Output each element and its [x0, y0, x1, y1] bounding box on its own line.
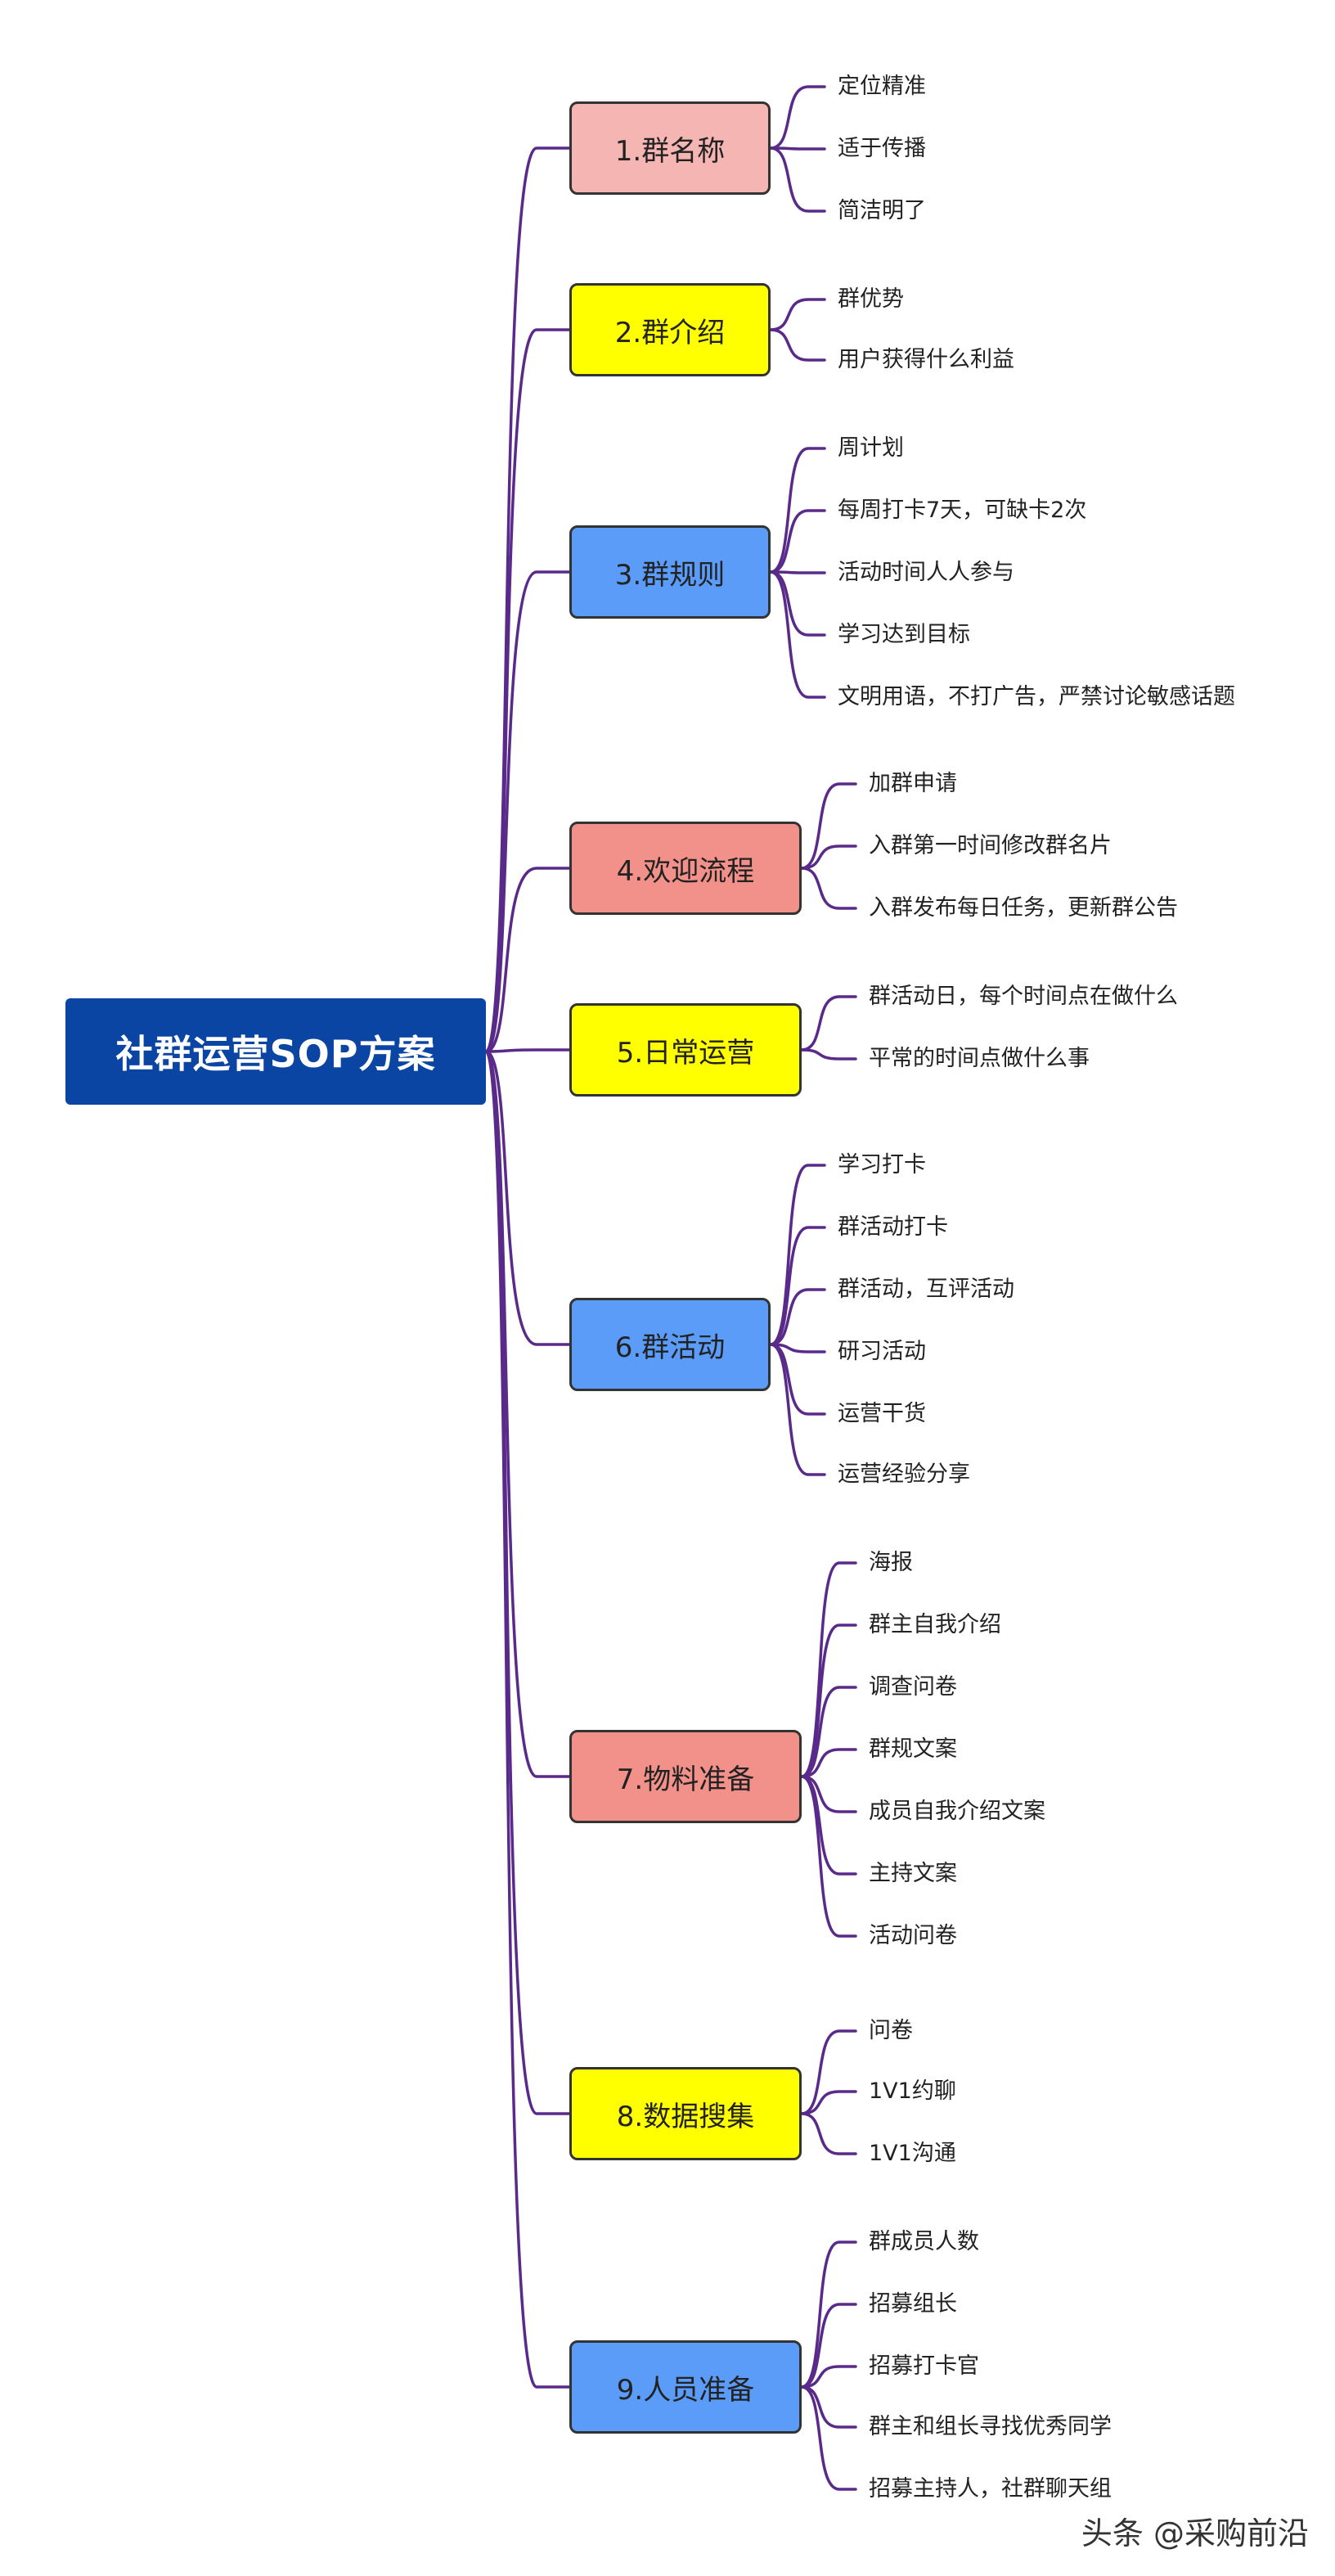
- watermark: 头条 @采购前沿: [1081, 2515, 1309, 2551]
- branch-node-6[interactable]: 6.群活动: [569, 1298, 771, 1391]
- leaf-item[interactable]: 入群第一时间修改群名片: [869, 833, 1112, 858]
- leaf-item[interactable]: 运营干货: [838, 1401, 926, 1426]
- root-to-branch-connector: [484, 1050, 571, 2389]
- leaf-item[interactable]: 调查问卷: [869, 1674, 957, 1700]
- leaf-item[interactable]: 群规文案: [869, 1736, 957, 1762]
- leaf-item[interactable]: 学习达到目标: [838, 622, 970, 647]
- branch-to-leaf-connector: [769, 146, 826, 213]
- branch-node-4[interactable]: 4.欢迎流程: [569, 822, 802, 915]
- branch-node-2[interactable]: 2.群介绍: [569, 283, 771, 376]
- leaf-item[interactable]: 入群发布每日任务，更新群公告: [869, 895, 1178, 921]
- leaf-item[interactable]: 招募打卡官: [869, 2353, 979, 2379]
- branch-to-leaf-connector: [800, 1775, 857, 1813]
- branch-to-leaf-connector: [769, 298, 826, 331]
- leaf-item[interactable]: 招募主持人，社群聊天组: [869, 2476, 1112, 2502]
- branch-node-3[interactable]: 3.群规则: [569, 525, 771, 619]
- leaf-item[interactable]: 活动问卷: [869, 1923, 957, 1948]
- leaf-item[interactable]: 成员自我介绍文案: [869, 1799, 1045, 1824]
- branch-to-leaf-connector: [800, 1775, 857, 1876]
- leaf-item[interactable]: 每周打卡7天，可缺卡2次: [838, 498, 1087, 523]
- leaf-item[interactable]: 适于传播: [838, 136, 926, 161]
- leaf-item[interactable]: 群活动日，每个时间点在做什么: [869, 984, 1178, 1009]
- leaf-item[interactable]: 运营经验分享: [838, 1461, 970, 1487]
- branch-to-leaf-connector: [800, 2385, 857, 2491]
- branch-to-leaf-connector: [800, 2029, 857, 2115]
- branch-node-1[interactable]: 1.群名称: [569, 101, 771, 195]
- leaf-item[interactable]: 研习活动: [838, 1339, 926, 1364]
- branch-to-leaf-connector: [769, 1288, 826, 1346]
- branch-to-leaf-connector: [800, 782, 857, 870]
- leaf-item[interactable]: 文明用语，不打广告，严禁讨论敏感话题: [838, 684, 1235, 709]
- branch-to-leaf-connector: [769, 570, 826, 574]
- leaf-item[interactable]: 平常的时间点做什么事: [869, 1046, 1090, 1071]
- leaf-item[interactable]: 加群申请: [869, 771, 957, 796]
- leaf-item[interactable]: 群活动，互评活动: [838, 1277, 1014, 1302]
- leaf-item[interactable]: 群主自我介绍: [869, 1612, 1001, 1637]
- leaf-item[interactable]: 海报: [869, 1550, 913, 1575]
- root-to-branch-connector: [484, 328, 571, 1053]
- branch-node-5[interactable]: 5.日常运营: [569, 1003, 802, 1097]
- root-to-branch-connector: [484, 1048, 571, 1053]
- branch-to-leaf-connector: [769, 1343, 826, 1353]
- branch-to-leaf-connector: [800, 2112, 857, 2155]
- leaf-item[interactable]: 1V1沟通: [869, 2141, 956, 2166]
- branch-to-leaf-connector: [769, 1226, 826, 1346]
- leaf-item[interactable]: 群活动打卡: [838, 1214, 948, 1240]
- root-to-branch-connector: [484, 867, 571, 1053]
- branch-to-leaf-connector: [769, 1343, 826, 1476]
- leaf-item[interactable]: 简洁明了: [838, 198, 926, 223]
- leaf-item[interactable]: 定位精准: [838, 74, 926, 99]
- branch-to-leaf-connector: [800, 844, 857, 870]
- branch-to-leaf-connector: [800, 995, 857, 1052]
- leaf-item[interactable]: 学习打卡: [838, 1152, 926, 1178]
- branch-to-leaf-connector: [769, 328, 826, 362]
- branch-node-8[interactable]: 8.数据搜集: [569, 2067, 802, 2160]
- leaf-item[interactable]: 群主和组长寻找优秀同学: [869, 2414, 1112, 2439]
- root-to-branch-connector: [484, 570, 571, 1053]
- branch-to-leaf-connector: [800, 1686, 857, 1778]
- branch-to-leaf-connector: [769, 1343, 826, 1416]
- leaf-item[interactable]: 用户获得什么利益: [838, 347, 1014, 372]
- branch-to-leaf-connector: [800, 1048, 857, 1061]
- branch-to-leaf-connector: [769, 509, 826, 574]
- branch-node-9[interactable]: 9.人员准备: [569, 2340, 802, 2434]
- branch-to-leaf-connector: [769, 146, 826, 151]
- leaf-item[interactable]: 问卷: [869, 2018, 913, 2043]
- branch-to-leaf-connector: [769, 570, 826, 699]
- branch-to-leaf-connector: [800, 1775, 857, 1938]
- branch-node-7[interactable]: 7.物料准备: [569, 1730, 802, 1823]
- branch-to-leaf-connector: [769, 85, 826, 150]
- branch-to-leaf-connector: [800, 2240, 857, 2389]
- branch-to-leaf-connector: [800, 2303, 857, 2389]
- leaf-item[interactable]: 群成员人数: [869, 2229, 979, 2254]
- leaf-item[interactable]: 招募组长: [869, 2291, 957, 2317]
- root-node[interactable]: 社群运营SOP方案: [65, 998, 486, 1105]
- branch-to-leaf-connector: [800, 1748, 857, 1778]
- branch-to-leaf-connector: [800, 1624, 857, 1778]
- branch-to-leaf-connector: [800, 867, 857, 910]
- leaf-item[interactable]: 主持文案: [869, 1861, 957, 1886]
- leaf-item[interactable]: 群优势: [838, 286, 904, 312]
- branch-to-leaf-connector: [800, 2385, 857, 2429]
- branch-to-leaf-connector: [800, 2090, 857, 2115]
- branch-to-leaf-connector: [769, 447, 826, 574]
- root-to-branch-connector: [484, 1050, 571, 1346]
- branch-to-leaf-connector: [769, 1164, 826, 1346]
- branch-to-leaf-connector: [800, 1561, 857, 1778]
- leaf-item[interactable]: 1V1约聊: [869, 2078, 956, 2104]
- leaf-item[interactable]: 活动时间人人参与: [838, 560, 1014, 585]
- branch-to-leaf-connector: [800, 2365, 857, 2389]
- leaf-item[interactable]: 周计划: [838, 435, 904, 461]
- root-to-branch-connector: [484, 146, 571, 1053]
